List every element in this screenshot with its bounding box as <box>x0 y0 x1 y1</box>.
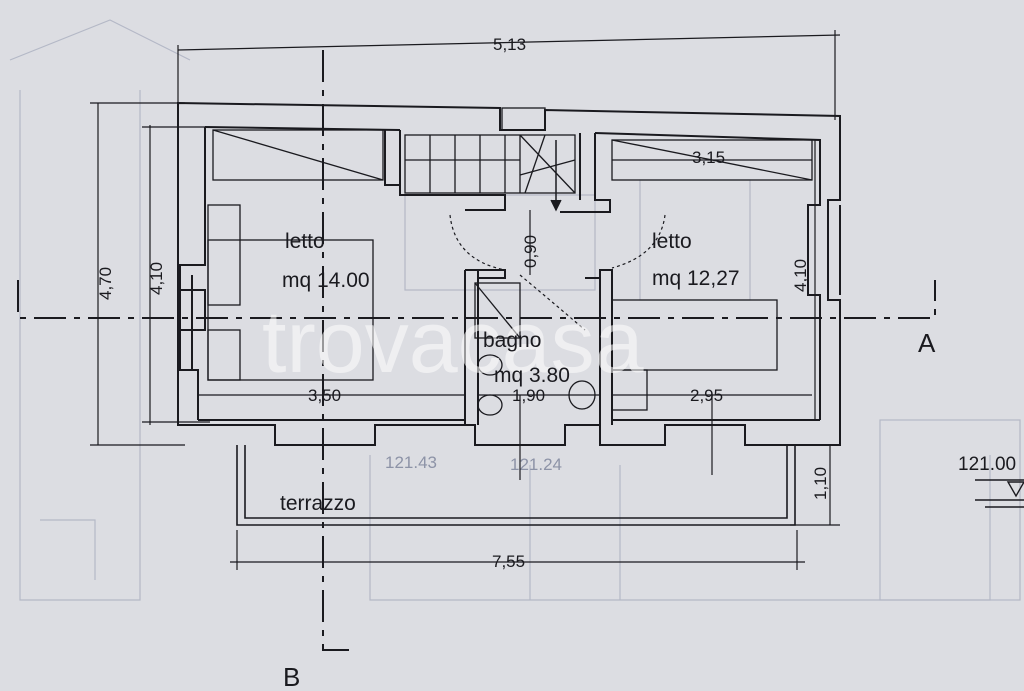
room-area-bedroom-right: mq 12,27 <box>652 267 740 290</box>
outer-wall <box>177 101 841 446</box>
doors <box>449 214 666 331</box>
elevation-value: 121.00 <box>958 454 1016 475</box>
elevation-mark <box>975 479 1024 508</box>
inner-wall-line <box>179 127 206 420</box>
room-name-terrace: terrazzo <box>280 492 356 515</box>
bed-right <box>611 299 778 371</box>
dim-width-right-room: 2,95 <box>690 386 723 405</box>
dim-height-inner-left: 4,10 <box>147 262 166 295</box>
dim-height-inner-right: 4,10 <box>791 259 810 292</box>
room-name-bedroom-left: letto <box>285 230 325 253</box>
background-faint-drawing <box>9 19 1021 601</box>
dim-terrace-depth: 1,10 <box>811 467 830 500</box>
dimension-lines <box>90 30 841 570</box>
bed-left <box>207 239 374 381</box>
staircase <box>404 107 576 212</box>
faint-level-label: 121.43 <box>385 453 437 472</box>
watermark: trovacasa <box>262 292 644 391</box>
dim-width-bathroom: 1,90 <box>512 386 545 405</box>
room-name-bathroom: bagno <box>483 329 541 352</box>
room-area-bedroom-left: mq 14.00 <box>282 269 370 292</box>
dim-width-left-room: 3,50 <box>308 386 341 405</box>
dim-door-width: 0,90 <box>521 235 540 268</box>
walls <box>177 101 841 446</box>
shower <box>474 282 521 339</box>
background-faint-labels: 121.43 121.24 <box>385 453 562 474</box>
section-lines <box>17 50 936 651</box>
section-mark-b: B <box>283 662 300 691</box>
furniture <box>207 204 778 416</box>
section-line-a <box>17 280 936 319</box>
dim-height-total: 4,70 <box>96 267 115 300</box>
section-line-b <box>322 50 355 651</box>
terrace <box>236 445 796 526</box>
section-mark-a: A <box>918 328 936 358</box>
dim-top-total: 5,13 <box>493 35 526 54</box>
dim-terrace-width: 7,55 <box>492 552 525 571</box>
faint-level-label: 121.24 <box>510 455 562 474</box>
room-area-bathroom: mq 3.80 <box>494 364 570 387</box>
room-name-bedroom-right: letto <box>652 230 692 253</box>
bidet <box>477 354 503 376</box>
dim-wardrobe-right: 3,15 <box>692 148 725 167</box>
